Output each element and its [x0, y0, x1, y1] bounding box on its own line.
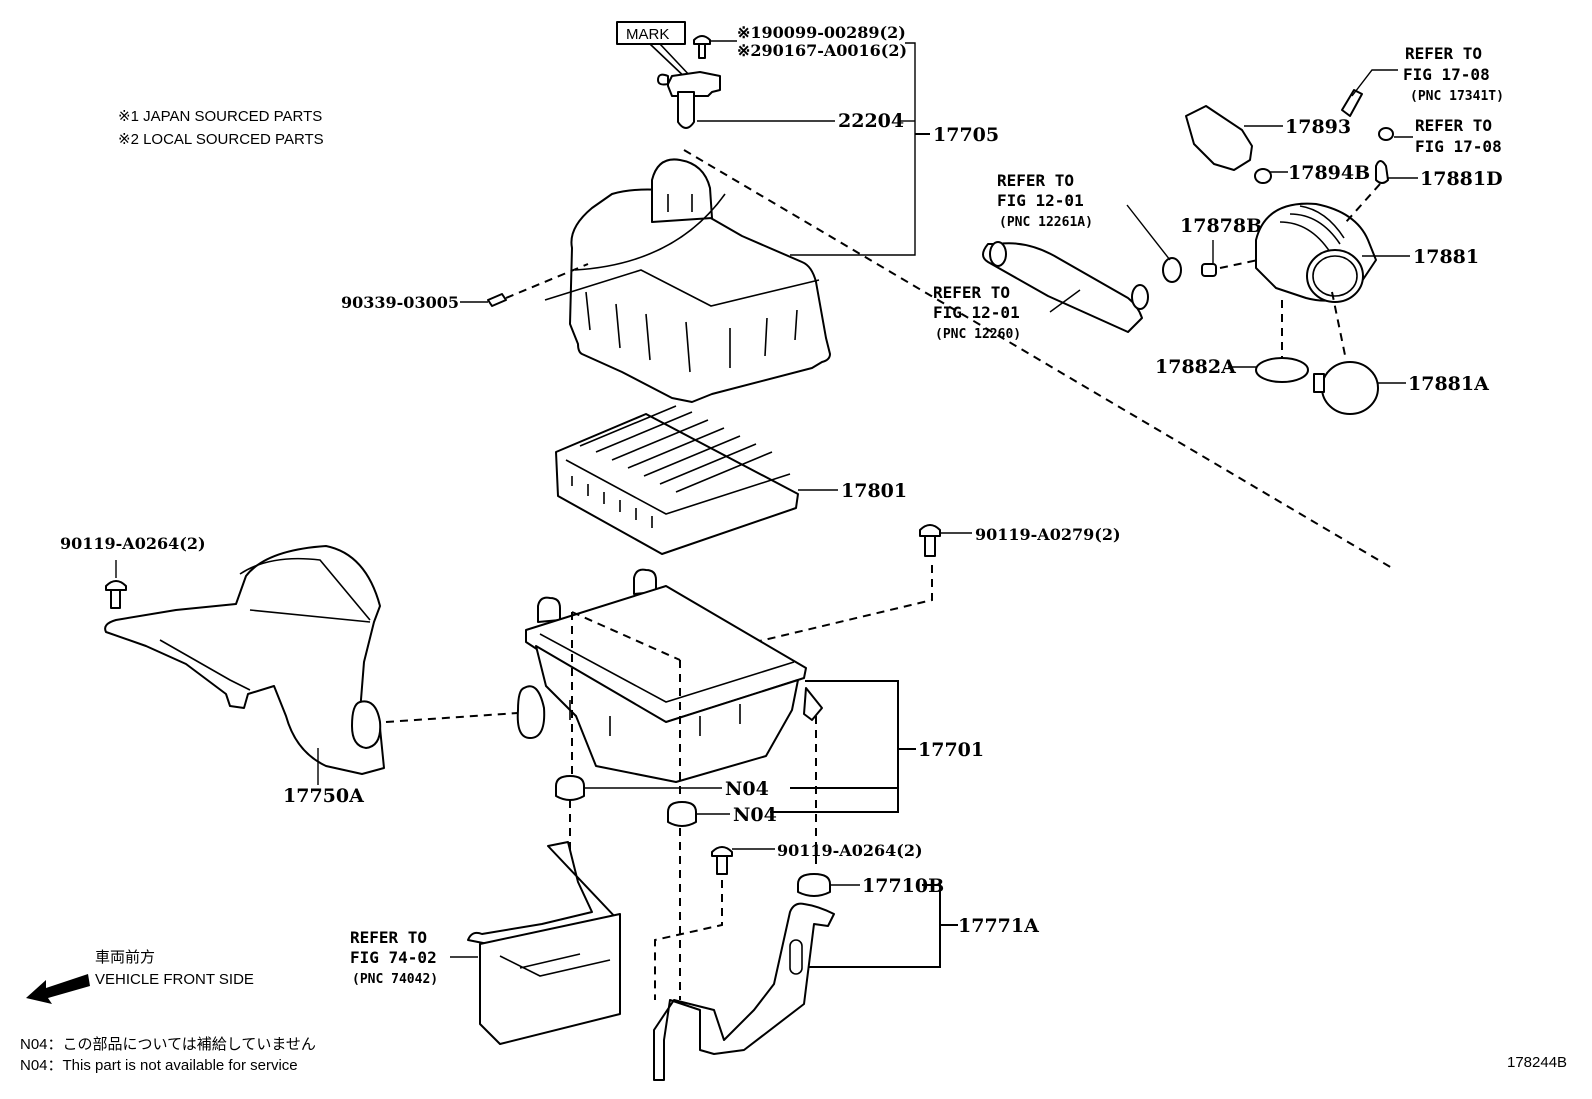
resonator-17893[interactable]: 17893 [1185, 105, 1351, 171]
grommet-17894b[interactable]: 17894B [1254, 162, 1370, 184]
figure-number: 178244B [1507, 1054, 1567, 1071]
n04-note-jp: N04：この部品については補給していません [20, 1036, 316, 1053]
pcv-top-ref-line1: REFER TO [1405, 44, 1482, 63]
part-label-17701[interactable]: 17701 [918, 739, 984, 761]
battery-ref-pnc: (PNC 74042) [352, 972, 438, 987]
mark-label: MARK [626, 26, 669, 43]
pin-icon [487, 293, 507, 307]
case-assy-bracket: 17701 [770, 680, 984, 813]
hose-lower-ref-line1: REFER TO [933, 283, 1010, 302]
part-label-17705[interactable]: 17705 [933, 124, 999, 146]
n04-notes: N04：この部品については補給していません N04：This part is n… [20, 1036, 316, 1074]
vehicle-front-jp: 車両前方 [95, 949, 155, 966]
part-label-17881[interactable]: 17881 [1413, 246, 1479, 268]
part-label-17882A[interactable]: 17882A [1155, 356, 1236, 378]
sensor-screw[interactable]: ※190099-00289(2) ※290167-A0016(2) [693, 23, 907, 60]
pcv-hose-reference[interactable]: REFER TO FIG 17-08 (PNC 17341T) [1341, 44, 1504, 117]
part-label-17878B[interactable]: 17878B [1180, 215, 1262, 237]
grommet-icon [797, 873, 831, 897]
pcv-top-ref-pnc: (PNC 17341T) [1410, 89, 1504, 104]
bolt-left[interactable]: 90119-A0264(2) [60, 534, 206, 609]
part-label-22204[interactable]: 22204 [838, 110, 904, 132]
mass-air-flow-sensor[interactable]: MARK 22204 [616, 21, 904, 132]
hose-upper-ref-pnc: (PNC 12261A) [999, 215, 1093, 230]
bracket-17771a[interactable]: 17771A [653, 884, 1039, 1081]
assembly-guide-line [683, 149, 1393, 569]
sensor-body-icon [657, 71, 721, 97]
legend-local-sourced: ※2 LOCAL SOURCED PARTS [118, 131, 324, 148]
grommet-n04-a[interactable]: N04 [555, 775, 769, 850]
grommet-17710b[interactable]: 17710B [797, 873, 944, 897]
hose-upper-ref-line2[interactable]: FIG 12-01 [997, 191, 1084, 210]
grommet-icon [1254, 168, 1272, 184]
part-label-bolt-japan[interactable]: ※190099-00289(2) [737, 23, 906, 42]
battery-tray-reference[interactable]: REFER TO FIG 74-02 (PNC 74042) [350, 841, 621, 1045]
battery-ref-line1: REFER TO [350, 928, 427, 947]
vehicle-front-indicator: 車両前方 VEHICLE FRONT SIDE [26, 949, 254, 1004]
air-hose-17881[interactable]: 17881 [1255, 202, 1479, 372]
vehicle-front-en: VEHICLE FRONT SIDE [95, 971, 254, 988]
pin[interactable]: 90339-03005 [341, 263, 589, 312]
screw-icon [693, 35, 711, 45]
bolt-icon [919, 524, 941, 537]
source-legend: ※1 JAPAN SOURCED PARTS ※2 LOCAL SOURCED … [118, 108, 324, 148]
clamp-17881a[interactable]: 17881A [1313, 361, 1489, 415]
clamp-icon [1255, 357, 1309, 383]
clamp-icon [1162, 257, 1182, 283]
part-label-bolt-right[interactable]: 90119-A0279(2) [975, 525, 1121, 544]
air-filter-element[interactable]: 17801 [555, 405, 907, 555]
grommet-icon [667, 801, 697, 827]
part-label-bolt-local[interactable]: ※290167-A0016(2) [737, 41, 907, 60]
battery-ref-line2[interactable]: FIG 74-02 [350, 948, 437, 967]
bolt-bottom[interactable]: 90119-A0264(2) [654, 841, 923, 1000]
part-label-17881A[interactable]: 17881A [1408, 373, 1489, 395]
hose-upper-ref-line1: REFER TO [997, 171, 1074, 190]
hose-12260[interactable]: REFER TO FIG 12-01 (PNC 12260) [933, 241, 1149, 342]
pcv-clip-reference[interactable]: REFER TO FIG 17-08 [1378, 116, 1502, 156]
resonator-icon [1185, 105, 1253, 171]
cap-assy-bracket: 17705 [790, 42, 999, 256]
pcv-lower-ref-line1: REFER TO [1415, 116, 1492, 135]
clip-17881d[interactable]: 17881D [1345, 160, 1503, 223]
n04-note-en: N04：This part is not available for servi… [20, 1057, 298, 1074]
clamp-17882a[interactable]: 17882A [1155, 356, 1309, 383]
part-label-n04-b[interactable]: N04 [733, 804, 777, 826]
arrow-left-icon [26, 974, 90, 1004]
part-label-n04-a[interactable]: N04 [725, 778, 769, 800]
pcv-top-ref-line2[interactable]: FIG 17-08 [1403, 65, 1490, 84]
clamp-icon [1321, 361, 1379, 415]
hose-lower-ref-line2[interactable]: FIG 12-01 [933, 303, 1020, 322]
hose-lower-ref-pnc: (PNC 12260) [935, 327, 1021, 342]
part-label-17801[interactable]: 17801 [841, 480, 907, 502]
part-label-17750A[interactable]: 17750A [283, 785, 364, 807]
part-label-bolt-bottom[interactable]: 90119-A0264(2) [777, 841, 923, 860]
bolt-icon [105, 580, 127, 591]
union-icon [1201, 263, 1217, 277]
part-label-17881D[interactable]: 17881D [1420, 168, 1503, 190]
part-label-17893[interactable]: 17893 [1285, 116, 1351, 138]
air-inlet-duct[interactable]: 17750A [104, 545, 519, 807]
legend-japan-sourced: ※1 JAPAN SOURCED PARTS [118, 108, 322, 125]
bolt-right[interactable]: 90119-A0279(2) [679, 524, 1121, 661]
hose-clamp-12261a[interactable]: REFER TO FIG 12-01 (PNC 12261A) [997, 171, 1182, 283]
part-label-17710B[interactable]: 17710B [862, 875, 944, 897]
grommet-icon [555, 775, 585, 801]
pcv-lower-ref-line2[interactable]: FIG 17-08 [1415, 137, 1502, 156]
bolt-icon [711, 846, 733, 857]
part-label-90339-03005[interactable]: 90339-03005 [341, 293, 459, 312]
grommet-n04-b[interactable]: N04 [667, 801, 777, 1000]
part-label-17894B[interactable]: 17894B [1288, 162, 1370, 184]
air-cleaner-cap[interactable] [544, 158, 831, 403]
part-label-bolt-left[interactable]: 90119-A0264(2) [60, 534, 206, 553]
air-cleaner-case[interactable] [516, 568, 823, 870]
clip-icon [1375, 160, 1389, 184]
part-label-17771A[interactable]: 17771A [958, 915, 1039, 937]
union-17878b[interactable]: 17878B [1180, 215, 1262, 277]
